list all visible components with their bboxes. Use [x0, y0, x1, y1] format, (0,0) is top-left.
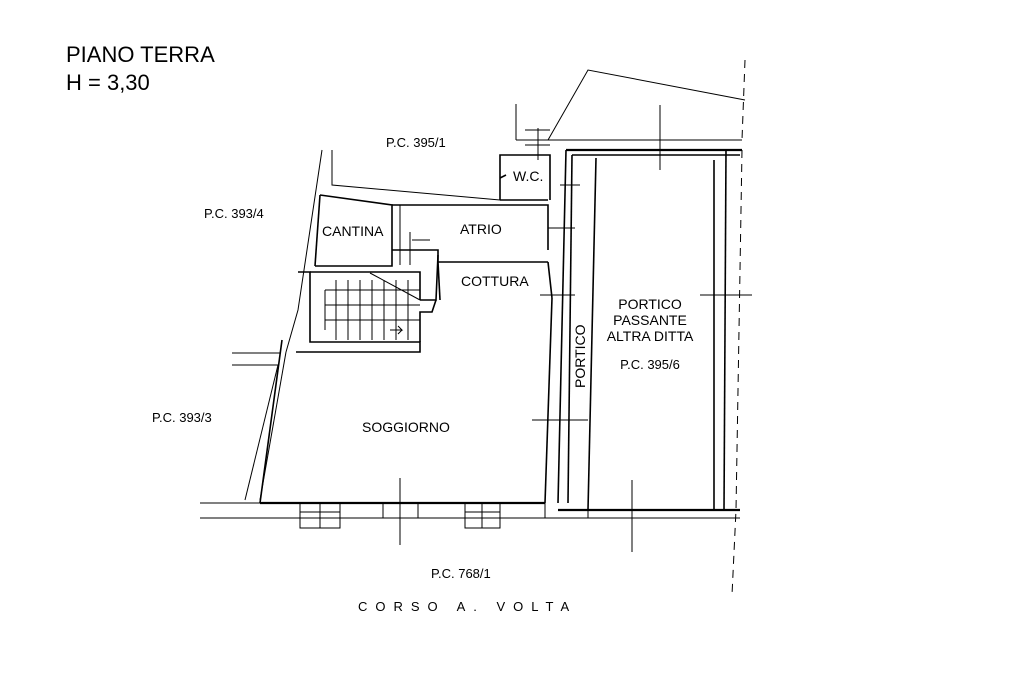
room-label-wc: W.C.	[513, 168, 543, 184]
room-label-passante: PASSANTE	[613, 312, 687, 328]
room-label-cottura: COTTURA	[461, 273, 529, 289]
room-label-portico-vertical: PORTICO	[572, 324, 588, 388]
parcel-label-west-upper: P.C. 393/4	[204, 206, 264, 221]
street-label: CORSO A. VOLTA	[358, 599, 577, 614]
windows	[299, 502, 501, 529]
room-label-soggiorno: SOGGIORNO	[362, 419, 450, 435]
floor-height: H = 3,30	[66, 70, 150, 95]
floor-title: PIANO TERRA	[66, 42, 215, 67]
room-label-atrio: ATRIO	[460, 221, 502, 237]
room-label-portico: PORTICO	[618, 296, 682, 312]
parcel-label-north: P.C. 395/1	[386, 135, 446, 150]
parcel-label-south: P.C. 768/1	[431, 566, 491, 581]
parcel-label-395-6: P.C. 395/6	[620, 357, 680, 372]
parcel-label-west-lower: P.C. 393/3	[152, 410, 212, 425]
room-label-altra-ditta: ALTRA DITTA	[607, 328, 694, 344]
room-label-cantina: CANTINA	[322, 223, 384, 239]
